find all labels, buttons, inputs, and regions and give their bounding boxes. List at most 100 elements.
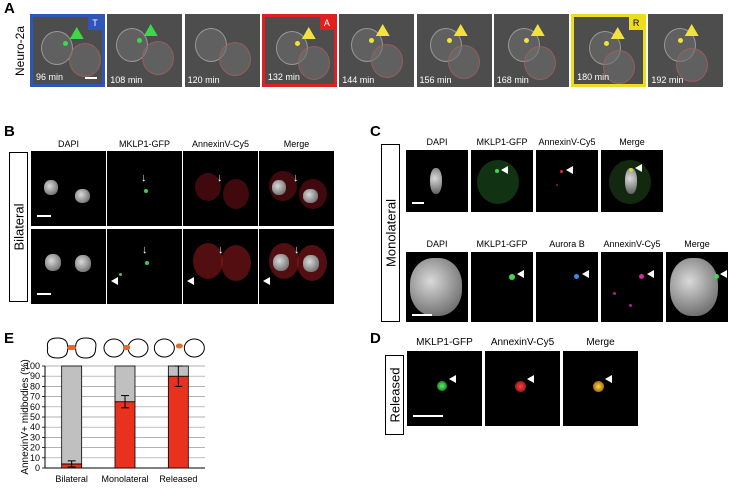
panel-b-label: B bbox=[4, 123, 15, 140]
c-col-mklp1: MKLP1-GFP bbox=[476, 137, 528, 147]
time-lapse-frame: 156 min bbox=[416, 14, 492, 87]
down-arrow-icon: ↓ bbox=[293, 172, 299, 184]
cell-halo bbox=[223, 179, 249, 209]
speckle bbox=[556, 184, 558, 186]
frame-time-label: 120 min bbox=[187, 75, 220, 85]
frame-time-label: 144 min bbox=[342, 75, 375, 85]
nucleus bbox=[273, 254, 289, 271]
nucleus bbox=[272, 180, 286, 195]
x-tick-label: Monolateral bbox=[101, 474, 148, 484]
phase-corner-label: T bbox=[88, 17, 102, 30]
c-col-dapi: DAPI bbox=[426, 137, 448, 147]
midbody-dot bbox=[446, 38, 452, 43]
midbody-icon bbox=[67, 345, 76, 350]
monolateral-cell-icon bbox=[127, 338, 149, 358]
c-bottom-mklp1 bbox=[471, 252, 533, 322]
scale-bar bbox=[413, 415, 443, 417]
scale-bar bbox=[85, 77, 97, 79]
down-arrow-icon: ↓ bbox=[294, 244, 300, 256]
midbody-dot bbox=[144, 189, 148, 193]
b-r2-mklp1: ↓ bbox=[107, 229, 182, 304]
arrowhead-icon bbox=[449, 375, 456, 383]
cell-halo bbox=[193, 243, 223, 279]
c-bottom-dapi bbox=[406, 252, 468, 322]
y-tick-label: 90 bbox=[30, 371, 40, 381]
b-r1-mklp1: ↓ bbox=[107, 151, 182, 226]
midbody-dot bbox=[63, 41, 68, 46]
midbody-dot bbox=[523, 38, 529, 43]
frame-time-label: 156 min bbox=[419, 75, 452, 85]
y-tick-label: 40 bbox=[30, 422, 40, 432]
panel-a-label: A bbox=[4, 0, 15, 17]
arrowhead-icon bbox=[635, 164, 642, 172]
x-tick-label: Released bbox=[159, 474, 197, 484]
y-tick-label: 60 bbox=[30, 402, 40, 412]
monolateral-cell-icon bbox=[103, 338, 125, 358]
b-r2-annexin: ↓ bbox=[183, 229, 258, 304]
phase-corner-label: A bbox=[319, 17, 334, 30]
time-lapse-frame: 108 min bbox=[107, 14, 183, 87]
d-annexin bbox=[485, 351, 560, 426]
b-col-mklp1: MKLP1-GFP bbox=[118, 139, 170, 149]
arrowhead-icon bbox=[566, 166, 573, 174]
c-col-annexin: AnnexinV-Cy5 bbox=[538, 137, 596, 147]
c-bottom-merge bbox=[666, 252, 728, 322]
x-tick-label: Bilateral bbox=[55, 474, 88, 484]
time-lapse-frame: 96 min T bbox=[30, 14, 105, 87]
midbody-dot bbox=[714, 274, 719, 279]
d-col-merge: Merge bbox=[586, 337, 615, 348]
d-col-annexin: AnnexinV-Cy5 bbox=[490, 337, 555, 348]
cell-outline bbox=[218, 42, 251, 76]
down-arrow-icon: ↓ bbox=[218, 244, 224, 256]
cell-outline bbox=[371, 44, 404, 78]
scale-bar bbox=[37, 293, 51, 295]
midbody-icon bbox=[123, 345, 130, 350]
down-arrow-icon: ↓ bbox=[142, 244, 148, 256]
scale-bar bbox=[412, 314, 432, 316]
frame-time-label: 96 min bbox=[36, 72, 64, 82]
nucleus bbox=[303, 189, 318, 203]
speckle bbox=[629, 304, 632, 307]
down-arrow-icon: ↓ bbox=[141, 172, 147, 184]
cell-outline bbox=[297, 46, 330, 80]
y-tick-label: 50 bbox=[30, 412, 40, 422]
midbody-dot bbox=[629, 168, 633, 172]
nucleus bbox=[75, 189, 90, 203]
bar-positive bbox=[167, 375, 189, 469]
monolateral-row-label: Monolateral bbox=[381, 144, 400, 322]
cell-outline bbox=[69, 43, 101, 77]
midbody-dot bbox=[137, 38, 143, 43]
bar-positive bbox=[114, 401, 136, 469]
c-top-merge bbox=[601, 150, 663, 212]
frame-time-label: 108 min bbox=[110, 75, 143, 85]
y-axis-label: AnnexinV+ midbodies (%) bbox=[20, 359, 31, 474]
midbody-dot bbox=[119, 273, 122, 276]
midbody-dot bbox=[678, 38, 684, 43]
c-col-merge: Merge bbox=[619, 137, 645, 147]
released-cell-icon bbox=[153, 338, 175, 358]
panel-d-label: D bbox=[370, 330, 381, 347]
frame-time-label: 180 min bbox=[577, 72, 610, 82]
arrowhead-icon bbox=[647, 270, 654, 278]
midbody-dot bbox=[294, 41, 300, 46]
cell-outline bbox=[41, 31, 73, 65]
d-col-mklp1: MKLP1-GFP bbox=[416, 337, 473, 348]
arrowhead-icon bbox=[582, 270, 589, 278]
y-tick-label: 100 bbox=[25, 361, 40, 371]
y-tick-label: 70 bbox=[30, 392, 40, 402]
midbody-dot bbox=[593, 381, 604, 392]
frame-time-label: 168 min bbox=[496, 75, 529, 85]
d-merge bbox=[563, 351, 638, 426]
b-col-annexin: AnnexinV-Cy5 bbox=[191, 139, 250, 149]
cell-outline bbox=[523, 46, 556, 80]
c-bottom-col-dapi: DAPI bbox=[426, 239, 448, 249]
c-bottom-col-aurora: Aurora B bbox=[549, 239, 585, 249]
nucleus bbox=[45, 254, 61, 271]
y-tick-label: 10 bbox=[30, 453, 40, 463]
arrowhead-icon bbox=[527, 375, 534, 383]
cell-halo bbox=[477, 160, 519, 204]
arrowhead-icon bbox=[111, 277, 118, 285]
